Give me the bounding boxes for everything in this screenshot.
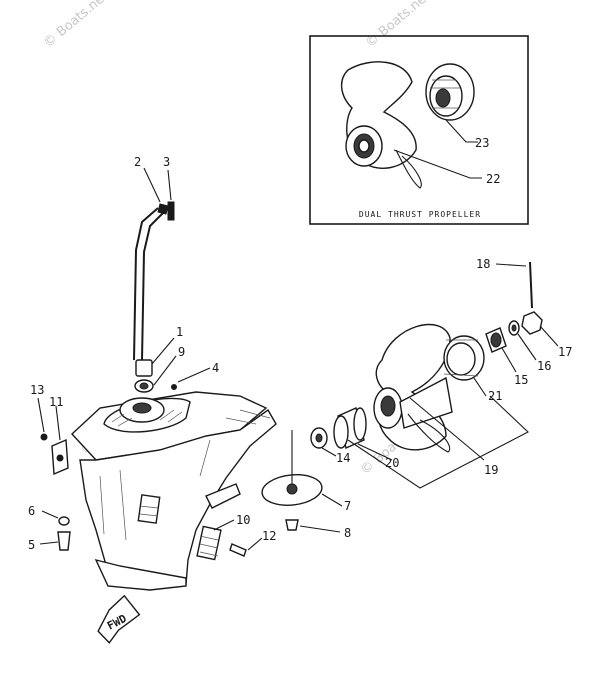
inset-propeller: [341, 61, 422, 189]
callout-12: 12: [262, 529, 276, 543]
callout-19: 19: [484, 463, 498, 477]
spacer-ring: [443, 335, 485, 381]
callout-22: 22: [486, 172, 500, 186]
callout-17: 17: [558, 345, 572, 359]
callout-6: 6: [28, 504, 35, 518]
leader-2: [143, 167, 161, 203]
drain-bolt: [57, 531, 71, 551]
cover-screw: [285, 519, 299, 531]
rod-coupling: [135, 359, 153, 377]
shift-rod: [133, 203, 169, 361]
callout-2: 2: [134, 155, 141, 169]
callout-1: 1: [176, 325, 183, 339]
callout-7: 7: [344, 499, 351, 513]
callout-5: 5: [28, 538, 35, 552]
inset-thrust-hub: [425, 63, 475, 121]
inset-caption: DUAL THRUST PROPELLER: [359, 210, 481, 219]
callout-10: 10: [236, 513, 250, 527]
inset-dual-thrust-propeller: 23 22 DUAL THRUST PROPELLER: [309, 35, 529, 225]
callout-4: 4: [212, 361, 219, 375]
leader-19: [409, 397, 485, 461]
callout-20: 20: [385, 456, 399, 470]
trim-tab-anode: [196, 525, 222, 561]
callout-11: 11: [49, 395, 63, 409]
callout-3: 3: [163, 155, 170, 169]
propeller: [373, 323, 453, 453]
group-bracket: [347, 395, 529, 489]
callout-13: 13: [30, 383, 44, 397]
watermark-top-right: © Boats.net: [363, 0, 433, 51]
inset-border: [309, 35, 529, 225]
fwd-arrow: FWD: [97, 594, 141, 644]
prop-nut: [521, 311, 543, 335]
callout-21: 21: [488, 389, 502, 403]
leader-3: [167, 169, 172, 201]
callout-15: 15: [514, 373, 528, 387]
callout-16: 16: [537, 359, 551, 373]
shift-rod-clip: [167, 201, 175, 221]
thrust-hub: [333, 407, 367, 449]
leader-23: [445, 119, 478, 143]
lower-case-housing: [71, 391, 277, 591]
callout-23: 23: [475, 136, 489, 150]
callout-18: 18: [476, 257, 490, 271]
leader-22: [393, 149, 482, 179]
tab-screw: [229, 543, 247, 557]
watermark-top-left: © Boats.net: [41, 0, 111, 51]
dowel-pin: [171, 384, 177, 390]
bracket-bolt: [40, 433, 48, 441]
washer: [58, 516, 70, 526]
cotter-pin: [529, 261, 533, 309]
callout-14: 14: [336, 451, 350, 465]
prop-spacer: [485, 327, 507, 353]
callout-9: 9: [178, 345, 185, 359]
callout-8: 8: [344, 526, 351, 540]
